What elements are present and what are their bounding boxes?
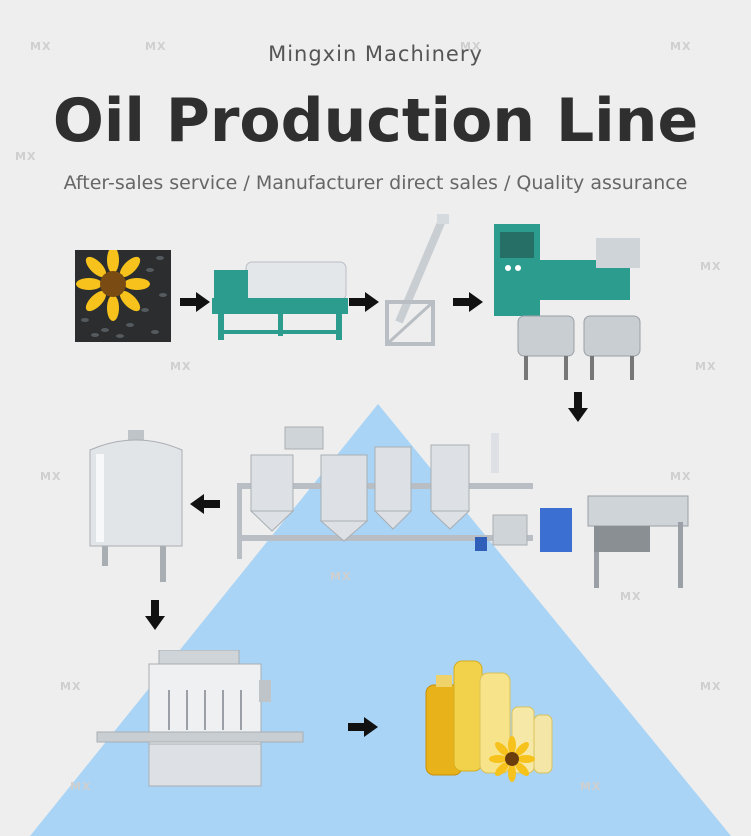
watermark: MX	[460, 40, 482, 53]
watermark: MX	[695, 360, 717, 373]
watermark: MX	[70, 780, 92, 793]
watermark: MX	[145, 40, 167, 53]
watermark: MX	[15, 150, 37, 163]
arrow-right-icon	[453, 292, 483, 312]
watermark: MX	[60, 680, 82, 693]
storage-tank-icon	[89, 430, 183, 582]
arrow-right-icon	[349, 292, 379, 312]
screw-conveyor-icon	[385, 214, 449, 346]
arrow-left-icon	[190, 494, 220, 514]
oil-press-icon	[494, 224, 641, 380]
watermark: MX	[170, 360, 192, 373]
watermark: MX	[620, 590, 642, 603]
arrow-down-icon	[568, 392, 588, 422]
watermark: MX	[670, 40, 692, 53]
brand-name: Mingxin Machinery	[268, 42, 483, 66]
watermark: MX	[700, 260, 722, 273]
arrow-right-icon	[348, 717, 378, 737]
filter-press-icon	[540, 495, 689, 588]
watermark: MX	[330, 570, 352, 583]
arrow-right-icon	[180, 292, 210, 312]
watermark: MX	[40, 470, 62, 483]
page-subtitle: After-sales service / Manufacturer direc…	[63, 172, 688, 194]
sunflower-seeds-icon	[75, 250, 171, 342]
page-title: Oil Production Line	[52, 86, 699, 156]
arrow-down-icon	[145, 600, 165, 630]
watermark: MX	[30, 40, 52, 53]
oil-bottles-icon	[425, 660, 553, 782]
roaster-machine-icon	[212, 261, 348, 340]
watermark: MX	[700, 680, 722, 693]
watermark: MX	[580, 780, 602, 793]
filling-machine-icon	[96, 650, 304, 787]
watermark: MX	[670, 470, 692, 483]
refinery-tanks-icon	[237, 426, 533, 559]
